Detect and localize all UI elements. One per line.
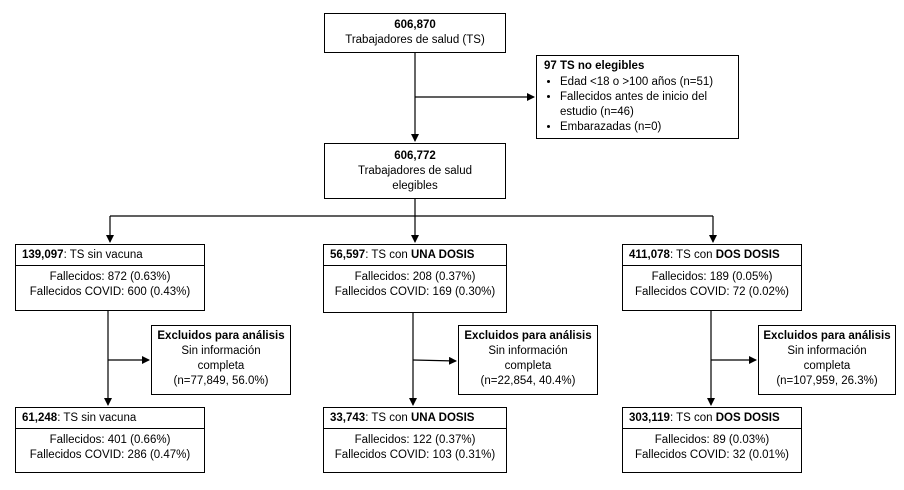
group-count: 139,097 [22,249,64,261]
final-deaths: Fallecidos: 401 (0.66%) [49,434,171,446]
ineligible-title: 97 TS no elegibles [544,60,645,72]
group-deaths: Fallecidos: 208 (0.37%) [354,271,476,283]
group-covid-deaths: Fallecidos COVID: 600 (0.43%) [29,286,191,298]
final-count: 61,248 [22,412,58,424]
total-health-workers-box: 606,870 Trabajadores de salud (TS) [324,13,506,53]
excluded-box-one-dose: Excluidos para análisis Sin información … [458,325,598,395]
final-dose: DOS DOSIS [715,412,780,424]
total-label: Trabajadores de salud (TS) [345,34,485,46]
eligible-label: Trabajadores de salud elegibles [357,165,472,192]
arrow-group-2-to-excluded [412,356,457,365]
group-box-no-vaccine: 139,097: TS sin vacuna Fallecidos: 872 (… [15,244,205,311]
excluded-title: Excluidos para análisis [763,330,891,342]
eligible-box: 606,772 Trabajadores de salud elegibles [324,143,506,199]
eligible-count: 606,772 [394,150,436,162]
final-label: : TS con [669,412,716,424]
final-count: 303,119 [629,412,670,424]
group-deaths: Fallecidos: 872 (0.63%) [49,271,171,283]
excluded-box-no-vaccine: Excluidos para análisis Sin información … [151,325,291,395]
group-dose: DOS DOSIS [715,249,780,261]
final-box-two-doses: 303,119: TS con DOS DOSIS Fallecidos: 89… [622,407,802,473]
final-covid-deaths: Fallecidos COVID: 103 (0.31%) [334,449,496,461]
group-box-one-dose: 56,597: TS con UNA DOSIS Fallecidos: 208… [323,244,507,313]
final-label: : TS con [365,412,411,424]
excluded-n: (n=22,854, 40.4%) [480,375,576,387]
final-count: 33,743 [330,412,366,424]
excluded-box-two-doses: Excluidos para análisis Sin información … [758,325,896,395]
final-box-no-vaccine: 61,248: TS sin vacuna Fallecidos: 401 (0… [15,407,205,473]
excluded-n: (n=107,959, 26.3%) [776,375,878,387]
group-deaths: Fallecidos: 189 (0.05%) [651,271,773,283]
group-count: 411,078 [629,249,670,261]
group-label: : TS con [669,249,716,261]
final-deaths: Fallecidos: 122 (0.37%) [354,434,476,446]
ineligible-box: 97 TS no elegibles Edad <18 o >100 años … [536,55,739,139]
group-covid-deaths: Fallecidos COVID: 169 (0.30%) [334,286,496,298]
group-label: : TS sin vacuna [63,249,143,261]
final-covid-deaths: Fallecidos COVID: 32 (0.01%) [634,449,790,461]
final-dose: UNA DOSIS [411,412,475,424]
final-box-one-dose: 33,743: TS con UNA DOSIS Fallecidos: 122… [323,407,507,473]
group-box-two-doses: 411,078: TS con DOS DOSIS Fallecidos: 18… [622,244,802,311]
ineligible-item: Fallecidos antes de inicio del estudio (… [560,90,731,120]
group-dose: UNA DOSIS [411,249,475,261]
final-deaths: Fallecidos: 89 (0.03%) [654,434,770,446]
excluded-n: (n=77,849, 56.0%) [173,375,269,387]
excluded-desc: Sin información completa [181,345,261,372]
ineligible-item: Embarazadas (n=0) [560,120,731,135]
total-count: 606,870 [394,19,436,31]
excluded-desc: Sin información completa [787,345,867,372]
ineligible-item: Edad <18 o >100 años (n=51) [560,75,731,90]
excluded-title: Excluidos para análisis [157,330,285,342]
excluded-desc: Sin información completa [488,345,568,372]
final-label: : TS sin vacuna [57,412,137,424]
final-covid-deaths: Fallecidos COVID: 286 (0.47%) [29,449,191,461]
excluded-title: Excluidos para análisis [464,330,592,342]
group-count: 56,597 [330,249,366,261]
group-label: : TS con [365,249,411,261]
group-covid-deaths: Fallecidos COVID: 72 (0.02%) [634,286,790,298]
